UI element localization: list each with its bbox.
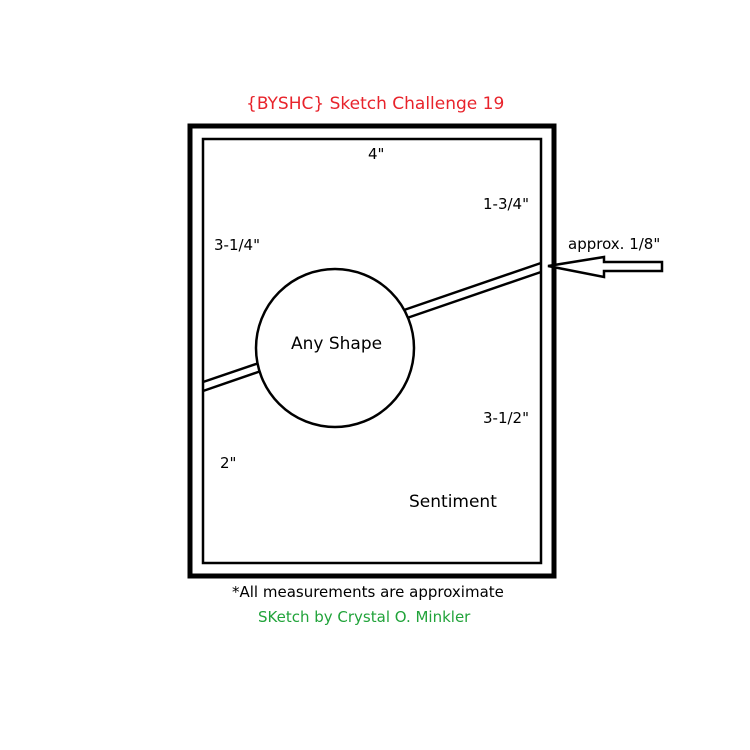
- label-any-shape: Any Shape: [291, 334, 383, 354]
- label-left-upper: 3-1/4": [214, 236, 260, 254]
- any-shape-circle: [254, 267, 416, 429]
- strip-line-right-bottom: [406, 270, 542, 320]
- label-right-lower: 3-1/2": [483, 409, 529, 427]
- label-top-width: 4": [368, 145, 385, 163]
- strip-line-right-top: [403, 261, 542, 312]
- strip-line-left-bottom: [202, 369, 262, 393]
- arrow-left-icon: [547, 255, 664, 279]
- label-left-lower: 2": [220, 454, 237, 472]
- card-inner-mat: [201, 137, 543, 565]
- label-sentiment: Sentiment: [409, 492, 497, 512]
- label-top-right: 1-3/4": [483, 195, 529, 213]
- footer-credit: SKetch by Crystal O. Minkler: [258, 608, 471, 626]
- footer-note: *All measurements are approximate: [232, 583, 504, 601]
- strip-line-left-top: [202, 361, 260, 384]
- sketch-title: {BYSHC} Sketch Challenge 19: [246, 94, 505, 114]
- label-strip-width: approx. 1/8": [568, 235, 661, 253]
